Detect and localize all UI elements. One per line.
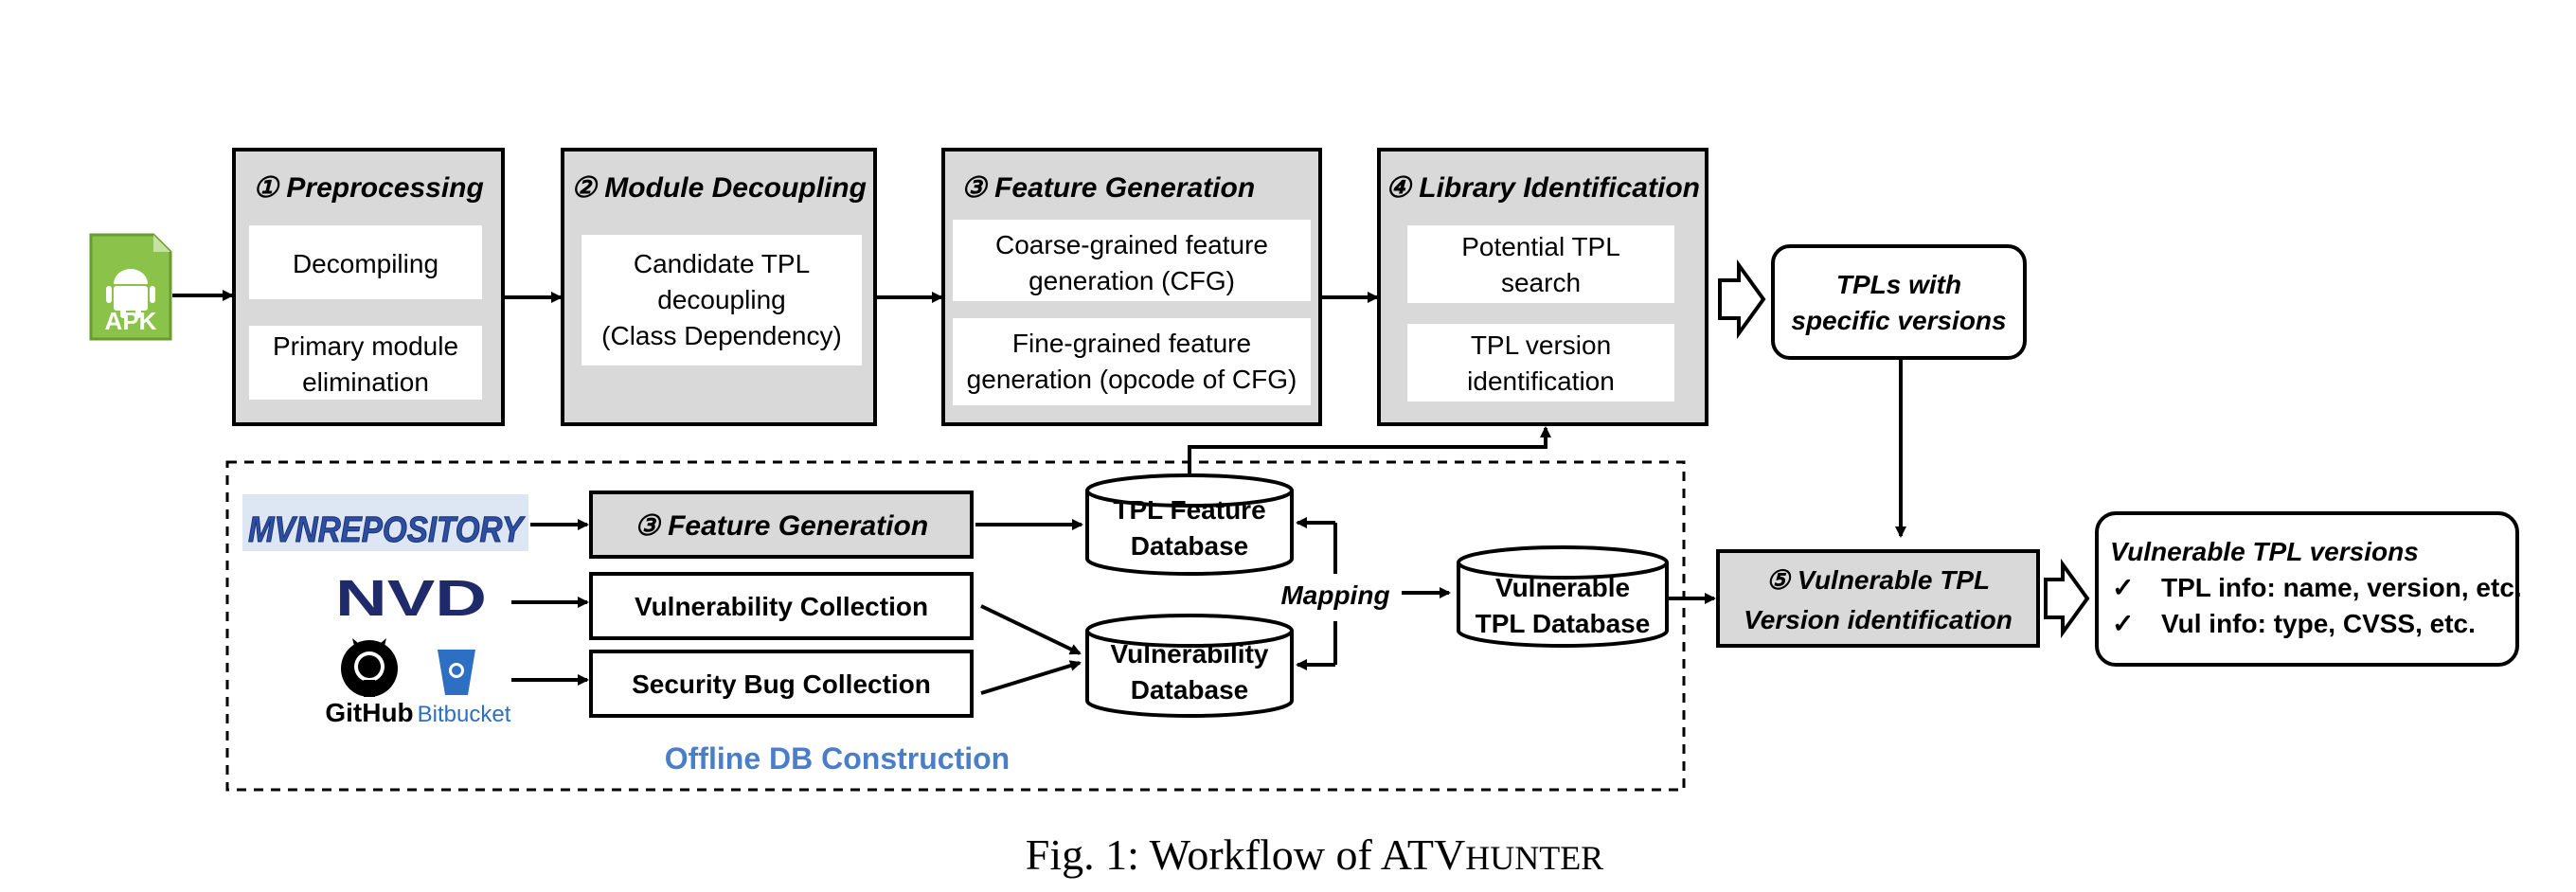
- hollow-arrow: [1718, 259, 1766, 340]
- hollow-arrow: [2044, 558, 2090, 639]
- inner-box: [1407, 324, 1674, 401]
- vulnerability-db-line2: Database: [1131, 675, 1249, 705]
- arrow: [980, 604, 1082, 655]
- bitbucket-label: Bitbucket: [418, 702, 511, 727]
- inner-box: [249, 326, 482, 400]
- step-primary-elimination: Primary module elimination: [273, 331, 458, 397]
- arrow: [980, 660, 1082, 695]
- vulnerable-identification-line1: ⑤ Vulnerable TPL: [1766, 565, 1990, 595]
- tpl-feature-db-line2: Database: [1131, 531, 1249, 561]
- text-line: Potential TPL: [1461, 232, 1620, 261]
- step-candidate-decoupling: Candidate TPL decoupling (Class Dependency…: [601, 249, 842, 350]
- result-title: Vulnerable TPL versions: [2110, 537, 2419, 566]
- text-line: decoupling: [657, 285, 785, 314]
- text-line: elimination: [302, 367, 429, 397]
- nvd-logo: NVD: [335, 570, 487, 627]
- stage-module-decoupling: ② Module Decoupling Candidate TPL decoupl…: [561, 148, 877, 426]
- text-line: Fine-grained feature: [1012, 329, 1251, 358]
- mvnrepository-logo: MVNREPOSITORY: [242, 494, 528, 551]
- inner-box: [1407, 225, 1674, 303]
- result-item-tpl-info: TPL info: name, version, etc.: [2161, 573, 2522, 602]
- vulnerable-tpl-db-line2: TPL Database: [1476, 609, 1651, 638]
- result-item-vul-info: Vul info: type, CVSS, etc.: [2161, 609, 2476, 638]
- tpls-with-line1: TPLs with: [1836, 270, 1961, 299]
- stage-title: ① Preprocessing: [253, 172, 484, 204]
- text-line: search: [1501, 268, 1581, 297]
- text-line: Decompiling: [293, 249, 438, 278]
- stage-title: ② Module Decoupling: [571, 172, 867, 204]
- text-line: (Class Dependency): [601, 321, 842, 350]
- check-icon: ✓: [2112, 609, 2134, 638]
- apk-file-icon: APK: [89, 233, 172, 341]
- stage-library-identification: ④ Library Identification Potential TPL se…: [1377, 148, 1708, 426]
- tpl-feature-db-line1: TPL Feature: [1113, 495, 1265, 525]
- github-icon: [341, 638, 398, 697]
- check-icon: ✓: [2112, 573, 2134, 602]
- text-line: Coarse-grained feature: [995, 230, 1268, 259]
- tpl-feature-database: TPL Feature Database: [1085, 473, 1294, 576]
- github-label: GitHub: [325, 698, 413, 727]
- text-line: identification: [1467, 366, 1615, 396]
- stage-title: ④ Library Identification: [1386, 172, 1700, 204]
- text-line: generation (CFG): [1029, 266, 1235, 295]
- result-box: Vulnerable TPL versions ✓ TPL info: name…: [2095, 511, 2522, 667]
- offline-db-label: Offline DB Construction: [665, 741, 1010, 776]
- tpls-with-line2: specific versions: [1791, 306, 2006, 335]
- db-arrows: [975, 426, 1551, 695]
- vulnerability-db-line1: Vulnerability: [1110, 639, 1268, 669]
- step-decompiling: Decompiling: [293, 249, 438, 278]
- text-line: Candidate TPL: [634, 249, 810, 278]
- inner-box: [953, 220, 1311, 301]
- bitbucket-icon: [438, 650, 475, 695]
- step-fine-feature: Fine-grained feature generation (opcode o…: [967, 329, 1297, 394]
- stage-preprocessing: ① Preprocessing Decompiling Primary modu…: [232, 148, 505, 426]
- arrow: [1188, 426, 1551, 481]
- offline-feature-generation-label: ③ Feature Generation: [635, 510, 928, 542]
- vulnerability-database: Vulnerability Database: [1085, 614, 1294, 718]
- security-bug-collection-box: Security Bug Collection: [589, 650, 974, 718]
- offline-feature-generation-box: ③ Feature Generation: [589, 491, 974, 559]
- inner-box: [249, 225, 482, 299]
- offline-db-region: [225, 460, 1686, 792]
- inner-box: [581, 235, 862, 366]
- vulnerability-collection-box: Vulnerability Collection: [589, 572, 974, 640]
- vulnerable-tpl-database: Vulnerable TPL Database: [1457, 545, 1669, 648]
- figure-caption: Fig. 1: Workflow of ATVHUNTER: [1026, 830, 1603, 879]
- pipeline-arrows: [172, 290, 1379, 303]
- mapping-bracket: [1296, 517, 1451, 670]
- step-coarse-feature: Coarse-grained feature generation (CFG): [995, 230, 1268, 295]
- vulnerable-tpl-db-line1: Vulnerable: [1495, 573, 1630, 602]
- inner-box: [953, 318, 1311, 405]
- stage-title: ③ Feature Generation: [961, 172, 1255, 204]
- vulnerable-identification-line2: Version identification: [1744, 605, 2012, 634]
- text-line: generation (opcode of CFG): [967, 365, 1297, 394]
- caption-prefix: Fig. 1: Workflow of ATV: [1026, 830, 1465, 879]
- step-potential-search: Potential TPL search: [1461, 232, 1620, 297]
- android-icon: [106, 269, 155, 318]
- caption-smallcaps: HUNTER: [1465, 839, 1603, 877]
- text-line: Primary module: [273, 331, 458, 361]
- stage-feature-generation: ③ Feature Generation Coarse-grained feat…: [941, 148, 1322, 426]
- security-bug-collection-label: Security Bug Collection: [632, 669, 931, 699]
- vulnerable-identification-box: ⑤ Vulnerable TPL Version identification: [1716, 549, 2040, 648]
- step-version-identification: TPL version identification: [1467, 330, 1615, 396]
- source-arrows: [511, 519, 589, 686]
- vulnerability-collection-label: Vulnerability Collection: [635, 592, 928, 621]
- tpls-with-versions-box: TPLs with specific versions: [1771, 244, 2027, 360]
- text-line: TPL version: [1471, 330, 1611, 360]
- apk-label: APK: [105, 307, 157, 335]
- mapping-label: Mapping: [1280, 580, 1389, 610]
- mvn-label: MVNREPOSITORY: [248, 510, 526, 550]
